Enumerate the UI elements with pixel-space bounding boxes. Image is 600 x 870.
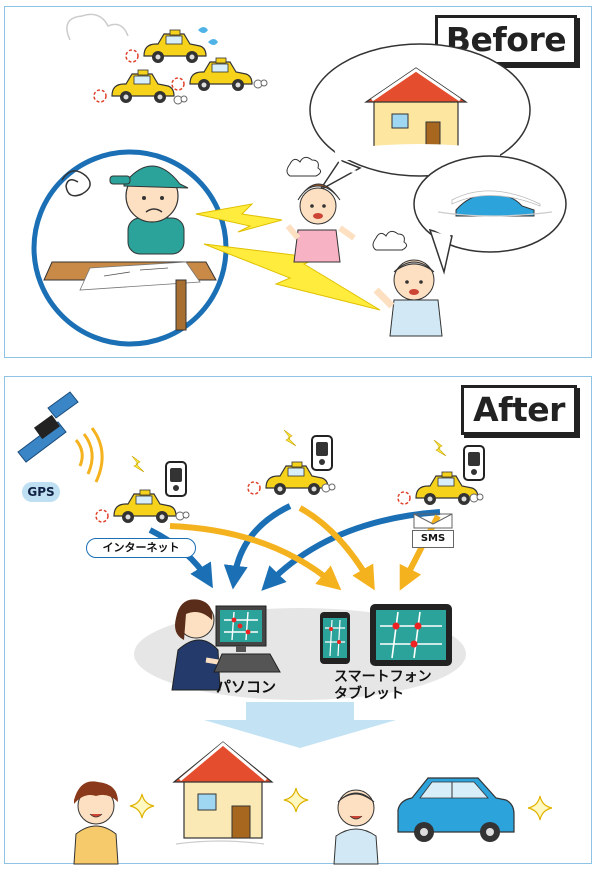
worker-scene bbox=[31, 149, 229, 347]
dust-cloud bbox=[66, 13, 129, 41]
thought-bubble-house bbox=[309, 43, 531, 191]
after-title: After bbox=[461, 385, 577, 435]
internet-label: インターネット bbox=[86, 538, 196, 558]
tablet-icon bbox=[370, 604, 452, 666]
rear-fire-icon bbox=[171, 77, 185, 91]
smoke-icon bbox=[321, 483, 336, 493]
satellite-icon bbox=[17, 391, 104, 483]
house-icon bbox=[172, 741, 274, 845]
rear-fire-icon bbox=[125, 49, 139, 63]
rear-fire-icon bbox=[95, 509, 109, 523]
complaint-bolt bbox=[203, 243, 381, 311]
complaint-bolt bbox=[195, 203, 283, 233]
rear-fire-icon bbox=[397, 491, 411, 505]
car-icon bbox=[143, 29, 207, 64]
pc-label: パソコン bbox=[216, 678, 277, 696]
gps-device-icon bbox=[463, 445, 485, 481]
happy-old-man-icon bbox=[333, 789, 379, 865]
smartphone-icon bbox=[320, 612, 350, 664]
bolt-icon bbox=[433, 439, 447, 457]
angry-woman-icon bbox=[285, 156, 356, 263]
angry-old-man-icon bbox=[372, 230, 443, 337]
blue-car-icon bbox=[397, 777, 515, 842]
tablet-label: タブレット bbox=[334, 686, 404, 702]
rear-fire-icon bbox=[93, 89, 107, 103]
bolt-icon bbox=[283, 429, 297, 447]
smoke-icon bbox=[253, 79, 268, 89]
gps-label: GPS bbox=[22, 482, 60, 502]
envelope-icon bbox=[413, 513, 453, 529]
smoke-icon bbox=[469, 493, 484, 503]
gps-device-icon bbox=[311, 435, 333, 471]
sparkle-icon bbox=[129, 793, 155, 819]
car-icon bbox=[111, 69, 175, 104]
sparkle-icon bbox=[527, 795, 553, 821]
gps-device-icon bbox=[165, 461, 187, 497]
sweat-drops-icon bbox=[198, 27, 218, 45]
sms-label: SMS bbox=[412, 530, 454, 548]
monitor-icon bbox=[213, 605, 281, 673]
rear-fire-icon bbox=[247, 481, 261, 495]
smartphone-label: スマートフォン bbox=[334, 669, 432, 685]
result-arrow bbox=[204, 702, 396, 748]
sparkle-icon bbox=[283, 787, 309, 813]
smoke-icon bbox=[173, 95, 188, 105]
bolt-icon bbox=[131, 455, 145, 473]
happy-woman-icon bbox=[73, 781, 119, 865]
smoke-icon bbox=[175, 511, 190, 521]
car-icon bbox=[189, 57, 253, 92]
thought-bubble-car bbox=[413, 155, 567, 275]
